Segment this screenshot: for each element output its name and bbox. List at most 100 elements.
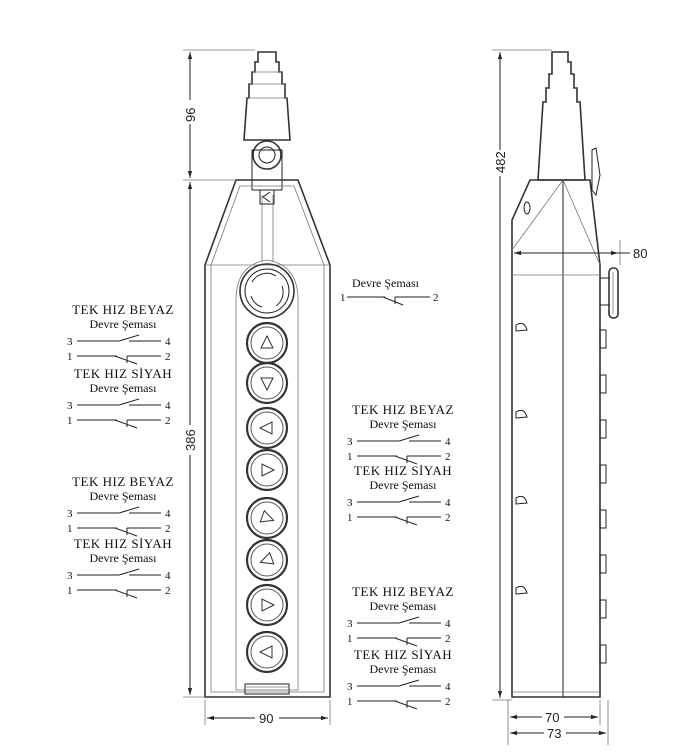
button-face <box>250 543 284 577</box>
no-contact-switch <box>118 568 140 576</box>
nc-terminal-left: 1 <box>67 523 73 535</box>
no-terminal-right: 4 <box>445 436 451 448</box>
arrow-right-icon <box>261 598 276 612</box>
control-button-3[interactable] <box>245 406 289 450</box>
no-terminal-left: 3 <box>67 508 73 520</box>
no-terminal-right: 4 <box>445 618 451 630</box>
circuit-subtitle: Devre Şeması <box>90 317 158 331</box>
main-circuit-subtitle: Devre Şeması <box>352 276 420 290</box>
no-terminal-left: 3 <box>347 618 353 630</box>
emergency-stop-button[interactable] <box>239 263 295 319</box>
hanger-ring <box>251 140 283 191</box>
button-outer-ring <box>245 583 289 627</box>
no-contact-switch <box>398 434 420 442</box>
circuit-subtitle: Devre Şeması <box>370 599 438 613</box>
nc-terminal-left: 1 <box>347 451 353 463</box>
control-button-4[interactable] <box>245 448 289 492</box>
button-face <box>250 635 284 669</box>
nc-terminal-right: 2 <box>445 451 451 463</box>
no-terminal-left: 3 <box>347 497 353 509</box>
nc-contact-switch <box>114 589 138 599</box>
button-face <box>250 453 284 487</box>
no-terminal-right: 4 <box>445 497 451 509</box>
button-outer-ring <box>245 406 289 450</box>
arrow-right-icon <box>261 463 276 477</box>
button-face <box>250 326 284 360</box>
circuit-title: TEK HIZ SİYAH <box>74 536 172 551</box>
no-terminal-left: 3 <box>347 681 353 693</box>
button-outer-ring <box>245 630 289 674</box>
circuit-subtitle: Devre Şeması <box>90 489 158 503</box>
no-contact-switch <box>398 495 420 503</box>
circuit-title: TEK HIZ BEYAZ <box>72 474 174 489</box>
control-button-7[interactable] <box>245 583 289 627</box>
control-button-6[interactable] <box>245 538 289 582</box>
control-button-5[interactable] <box>245 496 289 540</box>
nc-contact-switch <box>114 355 138 365</box>
no-contact-switch <box>398 616 420 624</box>
control-button-8[interactable] <box>245 630 289 674</box>
nc-terminal-right: 2 <box>165 351 171 363</box>
dimension-body-width: 90 <box>259 711 273 726</box>
nc-terminal-left: 1 <box>347 696 353 708</box>
nc-contact-switch <box>114 527 138 537</box>
no-terminal-right: 4 <box>445 681 451 693</box>
side-emergency-stop <box>600 267 619 319</box>
front-view <box>204 51 331 698</box>
arrow-right-icon <box>259 509 275 523</box>
nc-terminal-left: 1 <box>67 585 73 597</box>
side-button-profiles <box>599 329 607 664</box>
button-outer-ring <box>245 538 289 582</box>
front-dimensions: 96 386 90 <box>182 49 331 726</box>
nc-terminal-right: 2 <box>445 696 451 708</box>
no-contact-switch <box>118 398 140 406</box>
button-outer-ring <box>245 448 289 492</box>
circuit-title: TEK HIZ BEYAZ <box>352 402 454 417</box>
nc-terminal-left: 1 <box>347 512 353 524</box>
nc-terminal-right: 2 <box>165 585 171 597</box>
nc-terminal-left: 1 <box>347 633 353 645</box>
arrow-down-icon <box>260 377 274 392</box>
main-circuit-terminal-right: 2 <box>433 292 439 304</box>
dimension-side-width: 70 <box>545 710 559 725</box>
nc-contact-switch <box>114 419 138 429</box>
nc-contact-switch <box>394 700 418 710</box>
control-button-1[interactable] <box>245 321 289 365</box>
dimension-body-height: 386 <box>183 429 198 451</box>
no-terminal-left: 3 <box>347 436 353 448</box>
button-outer-ring <box>245 496 289 540</box>
arrow-left-icon <box>258 645 273 659</box>
no-contact-switch <box>398 679 420 687</box>
circuit-subtitle: Devre Şeması <box>370 662 438 676</box>
nc-contact-switch <box>394 455 418 465</box>
control-buttons <box>245 321 289 674</box>
circuit-subtitle: Devre Şeması <box>90 551 158 565</box>
circuit-subtitle: Devre Şeması <box>90 381 158 395</box>
arrow-up-icon <box>260 334 274 349</box>
enclosure-body <box>204 179 331 698</box>
button-face <box>250 411 284 445</box>
arrow-left-icon <box>258 421 273 435</box>
no-terminal-right: 4 <box>165 400 171 412</box>
button-face <box>250 588 284 622</box>
circuit-title: TEK HIZ SİYAH <box>354 647 452 662</box>
nc-terminal-right: 2 <box>445 512 451 524</box>
control-button-2[interactable] <box>245 361 289 405</box>
nc-terminal-left: 1 <box>67 351 73 363</box>
no-terminal-left: 3 <box>67 400 73 412</box>
main-circuit-terminal-left: 1 <box>340 292 346 304</box>
no-contact-switch <box>118 334 140 342</box>
cable-gland <box>243 51 291 141</box>
side-dimensions: 482 80 70 73 <box>492 49 647 745</box>
nc-terminal-right: 2 <box>165 523 171 535</box>
